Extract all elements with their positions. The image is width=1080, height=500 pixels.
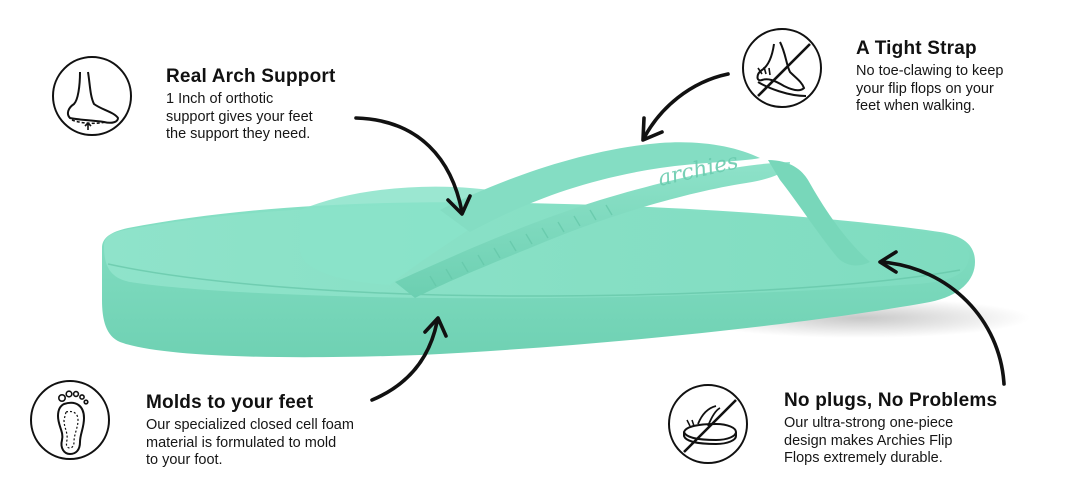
feature-title: Molds to your feet — [146, 392, 314, 413]
footprint-icon — [30, 380, 110, 460]
foot-arch-icon — [52, 56, 132, 136]
no-toe-claw-icon — [742, 28, 822, 108]
description-line: to your foot. — [146, 452, 223, 468]
description-line: Our specialized closed cell foam — [146, 417, 354, 433]
description-line: feet when walking. — [856, 98, 976, 114]
feature-title: No plugs, No Problems — [784, 390, 998, 411]
arch-arrow — [354, 116, 464, 214]
toe-post — [768, 160, 870, 266]
plugs-arrow — [880, 260, 1006, 386]
description-line: Flops extremely durable. — [784, 450, 943, 466]
description-line: 1 Inch of orthotic — [166, 91, 274, 107]
description-line: support gives your feet — [166, 108, 313, 125]
description-line: Our ultra-strong one-piece — [784, 415, 954, 431]
strap-back — [440, 142, 760, 232]
feature-tight-strap: A Tight Strap No toe-clawing to keep you… — [856, 38, 1066, 116]
description-line: material is formulated to mold — [146, 434, 337, 451]
feature-description: 1 Inch of orthotic support gives your fe… — [166, 91, 376, 144]
feature-description: Our specialized closed cell foam materia… — [146, 417, 416, 470]
feature-title: Real Arch Support — [166, 66, 336, 87]
strap-ribs — [429, 204, 613, 287]
feature-no-plugs: No plugs, No Problems Our ultra-strong o… — [784, 390, 1024, 468]
no-plug-sandal-icon — [668, 384, 748, 464]
molds-arrow — [370, 320, 439, 402]
callout-arrows — [354, 72, 1006, 402]
description-line: the support they need. — [166, 126, 311, 142]
feature-description: No toe-clawing to keep your flip flops o… — [856, 63, 1066, 116]
footbed-rim — [107, 263, 961, 297]
description-line: your flip flops on your — [856, 80, 994, 97]
feature-arch-support: Real Arch Support 1 Inch of orthotic sup… — [166, 66, 376, 144]
description-line: design makes Archies Flip — [784, 432, 953, 449]
feature-title: A Tight Strap — [856, 38, 977, 59]
feature-description: Our ultra-strong one-piece design makes … — [784, 415, 1024, 468]
feature-molds: Molds to your feet Our specialized close… — [146, 392, 416, 470]
strap-arrow — [642, 72, 730, 140]
description-line: No toe-clawing to keep — [856, 63, 1004, 79]
